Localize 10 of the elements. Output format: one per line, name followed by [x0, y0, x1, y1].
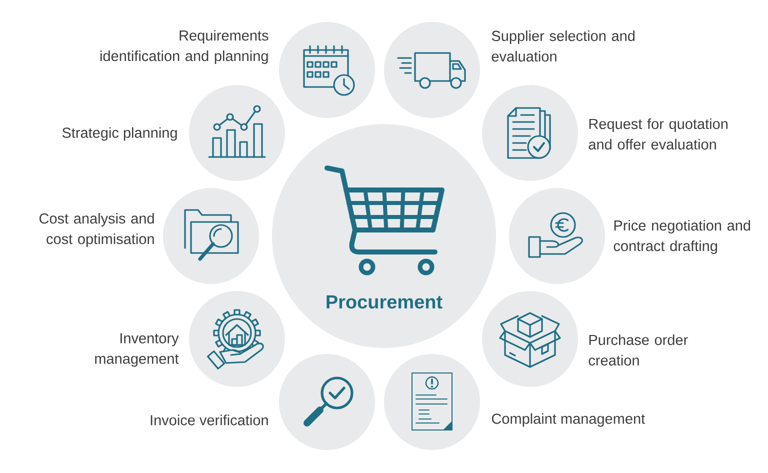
- step-label: Supplier selection and evaluation: [492, 30, 635, 62]
- step-label: Price negotiation and contract drafting: [614, 220, 750, 254]
- step-label: Cost analysis and cost optimisation: [40, 212, 154, 247]
- step-label: Strategic planning: [62, 127, 177, 141]
- step-label: Request for quotation and offer evaluation: [588, 118, 728, 150]
- step-label: Inventory management: [95, 333, 179, 367]
- step-label: Invoice verification: [150, 414, 268, 426]
- step-label: Complaint management: [492, 413, 645, 427]
- step-label: Requirements identification and planning: [100, 30, 268, 64]
- step-label: Purchase order creation: [588, 334, 688, 366]
